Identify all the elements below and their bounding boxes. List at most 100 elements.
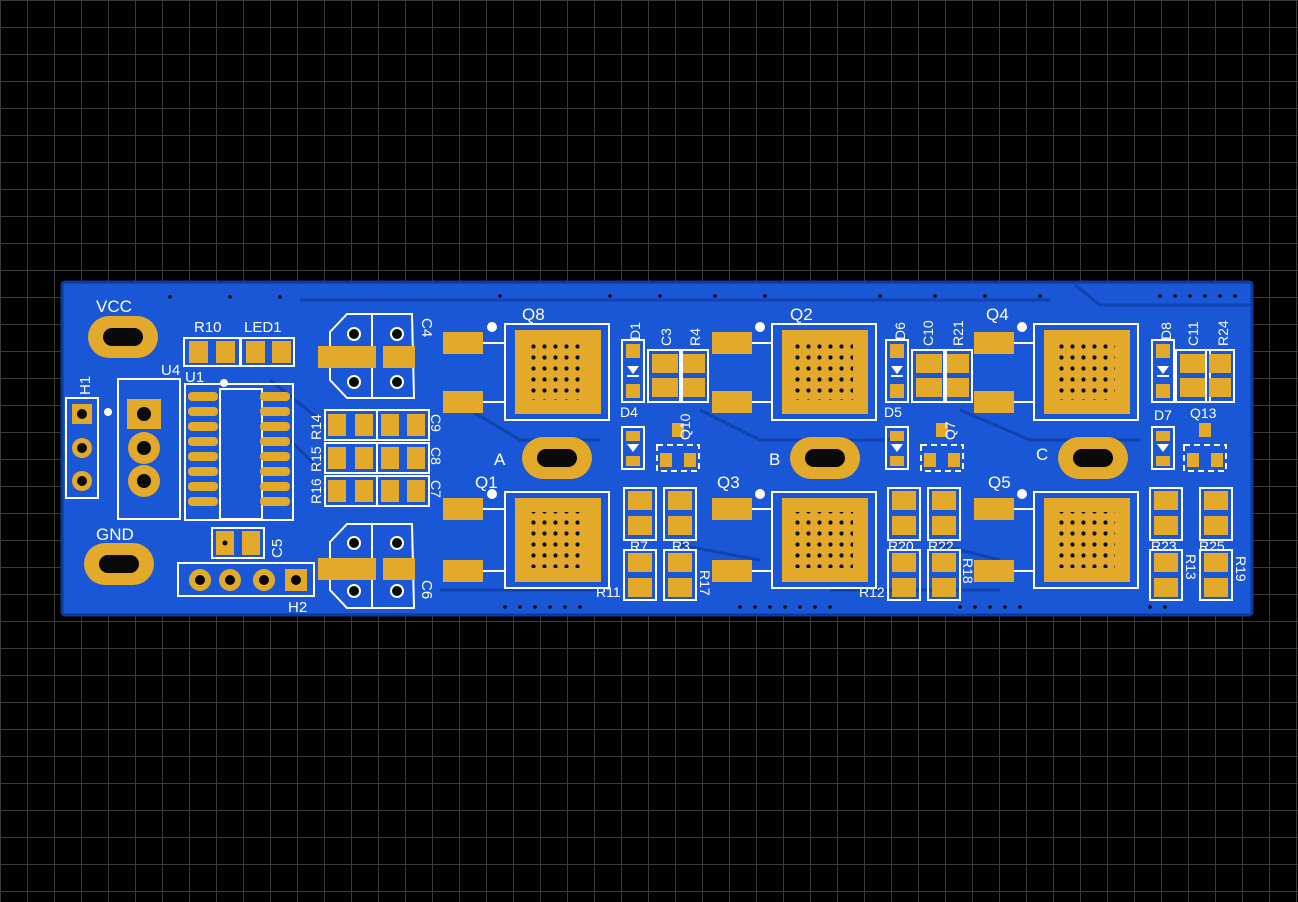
r15-label: R15 (308, 446, 324, 472)
r16-label: R16 (308, 478, 324, 504)
vcc-pad[interactable] (88, 316, 158, 358)
q3-label: Q3 (717, 473, 740, 492)
c3-label: C3 (658, 328, 674, 346)
r21-resistor[interactable] (943, 349, 973, 403)
r13-resistor[interactable] (1149, 549, 1183, 601)
gnd-label: GND (96, 525, 134, 544)
r4-label: R4 (687, 328, 703, 346)
r17-resistor[interactable] (663, 549, 697, 601)
c10-capacitor[interactable] (911, 349, 947, 403)
d5-label: D5 (884, 404, 902, 420)
u1-label: U1 (185, 369, 204, 386)
q7-label: Q7 (942, 421, 958, 440)
r22-resistor[interactable] (927, 487, 961, 541)
h2-label: H2 (288, 599, 307, 616)
d4-zener[interactable] (621, 426, 645, 470)
q10-label: Q10 (677, 413, 693, 440)
d7-zener[interactable] (1151, 426, 1175, 470)
c4-capacitor[interactable] (318, 313, 416, 399)
q2-mosfet[interactable] (712, 322, 877, 421)
h1-label: H1 (77, 376, 94, 395)
pin1-marker (104, 408, 112, 416)
r7-label: R7 (630, 538, 648, 554)
r21-label: R21 (950, 320, 966, 346)
d8-diode[interactable] (1151, 339, 1175, 403)
q3-mosfet[interactable] (712, 489, 877, 589)
r24-resistor[interactable] (1205, 349, 1235, 403)
resistor-array-r14-r16[interactable] (324, 409, 378, 507)
board-traces (269, 283, 1250, 592)
q7-transistor[interactable] (920, 423, 964, 472)
r11-resistor[interactable] (623, 549, 657, 601)
q4-mosfet[interactable] (974, 322, 1139, 421)
q8-mosfet[interactable] (443, 322, 610, 421)
r20-label: R20 (888, 538, 914, 554)
d8-label: D8 (1158, 322, 1174, 340)
u1-ic[interactable] (184, 379, 294, 521)
q5-mosfet[interactable] (974, 489, 1139, 589)
r3-label: R3 (672, 538, 690, 554)
c5-label: C5 (269, 539, 286, 558)
c6-capacitor[interactable] (318, 523, 416, 609)
r12-resistor[interactable] (887, 549, 921, 601)
c8-label: C8 (428, 447, 444, 465)
via-row-bottom (503, 605, 1167, 609)
r13-label: R13 (1183, 554, 1199, 580)
h1-header[interactable] (65, 397, 99, 499)
r11-label: R11 (596, 584, 621, 600)
d7-label: D7 (1154, 407, 1172, 423)
r7-resistor[interactable] (623, 487, 657, 541)
q1-mosfet[interactable] (443, 489, 610, 589)
c6-label: C6 (418, 580, 435, 599)
r18-resistor[interactable] (927, 549, 961, 601)
h2-header[interactable] (177, 562, 315, 597)
r23-resistor[interactable] (1149, 487, 1183, 541)
q5-label: Q5 (988, 473, 1011, 492)
phase-c-pad[interactable] (1058, 437, 1128, 479)
c3-capacitor[interactable] (647, 349, 683, 403)
r18-label: R18 (960, 558, 976, 584)
r14-label: R14 (308, 414, 324, 440)
phase-a-label: A (494, 450, 506, 469)
d6-diode[interactable] (885, 339, 909, 403)
q10-transistor[interactable] (656, 423, 700, 472)
phase-b-pad[interactable] (790, 437, 860, 479)
capacitor-array-c7-c9[interactable] (376, 409, 430, 507)
d1-diode[interactable] (621, 339, 645, 403)
led1-label: LED1 (244, 319, 282, 336)
phase-b-label: B (769, 450, 780, 469)
r24-label: R24 (1215, 320, 1231, 346)
c10-label: C10 (920, 320, 936, 346)
r22-label: R22 (928, 538, 954, 554)
q8-label: Q8 (522, 305, 545, 324)
q4-label: Q4 (986, 305, 1009, 324)
r10-resistor[interactable] (183, 337, 241, 367)
u4-regulator[interactable] (117, 378, 181, 520)
d1-label: D1 (627, 322, 643, 340)
c11-capacitor[interactable] (1175, 349, 1211, 403)
c9-label: C9 (428, 414, 444, 432)
r23-label: R23 (1151, 538, 1177, 554)
d6-label: D6 (892, 322, 908, 340)
q2-label: Q2 (790, 305, 813, 324)
gnd-pad[interactable] (84, 543, 154, 585)
c4-label: C4 (418, 318, 435, 337)
led1[interactable] (240, 337, 295, 367)
r19-resistor[interactable] (1199, 549, 1233, 601)
c11-label: C11 (1185, 321, 1201, 346)
r20-resistor[interactable] (887, 487, 921, 541)
q13-transistor[interactable] (1183, 423, 1227, 472)
phase-a-pad[interactable] (522, 437, 592, 479)
r25-resistor[interactable] (1199, 487, 1233, 541)
phase-c-label: C (1036, 445, 1048, 464)
c7-label: C7 (428, 480, 444, 498)
r4-resistor[interactable] (679, 349, 709, 403)
r10-label: R10 (194, 319, 222, 336)
r19-label: R19 (1233, 556, 1249, 582)
r3-resistor[interactable] (663, 487, 697, 541)
q13-label: Q13 (1190, 405, 1217, 421)
c5-capacitor[interactable] (211, 527, 265, 559)
r17-label: R17 (697, 570, 713, 596)
d5-zener[interactable] (885, 426, 909, 470)
